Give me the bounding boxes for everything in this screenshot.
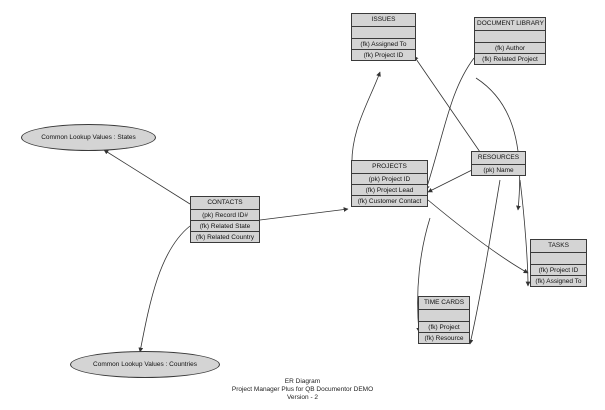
edge-resources-projects bbox=[427, 169, 473, 193]
entity-tasks: TASKS (fk) Project ID (fk) Assigned To bbox=[530, 239, 587, 287]
entity-resources: RESOURCES (pk) Name bbox=[471, 151, 526, 176]
edge-doclib-resources bbox=[475, 77, 521, 211]
edge-resources-timecards bbox=[468, 179, 501, 345]
edge-projects-contacts bbox=[259, 207, 349, 221]
entity-document-library-spacer bbox=[475, 30, 545, 42]
entity-tasks-field: (fk) Assigned To bbox=[531, 275, 586, 286]
edge-doclib-projects bbox=[425, 57, 475, 191]
entity-issues-spacer bbox=[352, 26, 415, 38]
entity-time-cards-field: (fk) Project bbox=[419, 321, 469, 332]
edge-contacts-countries bbox=[138, 225, 191, 353]
entity-contacts-field: (fk) Related Country bbox=[191, 231, 259, 242]
entity-projects-field: (fk) Project Lead bbox=[352, 184, 427, 195]
entity-document-library-field: (fk) Author bbox=[475, 42, 545, 53]
entity-issues-field: (fk) Project ID bbox=[352, 49, 415, 60]
edge-projects-tasks bbox=[427, 199, 529, 274]
entity-tasks-field: (fk) Project ID bbox=[531, 264, 586, 275]
entity-issues: ISSUES (fk) Assigned To (fk) Project ID bbox=[351, 13, 416, 61]
entity-contacts-title: CONTACTS bbox=[207, 199, 243, 206]
lookup-countries-label: Common Lookup Values : Countries bbox=[93, 361, 197, 368]
entity-contacts-field: (fk) Related State bbox=[191, 220, 259, 231]
entity-time-cards-spacer bbox=[419, 309, 469, 321]
entity-time-cards-field: (fk) Resource bbox=[419, 332, 469, 343]
entity-projects-title: PROJECTS bbox=[372, 163, 407, 170]
diagram-caption: ER Diagram Project Manager Plus for QB D… bbox=[0, 378, 605, 402]
entity-resources-field: (pk) Name bbox=[472, 164, 525, 175]
entity-contacts: CONTACTS (pk) Record ID# (fk) Related St… bbox=[190, 196, 260, 243]
entity-issues-field: (fk) Assigned To bbox=[352, 38, 415, 49]
entity-time-cards-title: TIME CARDS bbox=[423, 299, 465, 306]
edge-projects-issues bbox=[351, 71, 381, 169]
edge-resources-tasks bbox=[519, 179, 531, 287]
edge-contacts-states bbox=[103, 149, 191, 205]
entity-document-library-title: DOCUMENT LIBRARY bbox=[477, 20, 544, 27]
caption-title: ER Diagram bbox=[284, 378, 321, 385]
lookup-countries: Common Lookup Values : Countries bbox=[70, 351, 220, 378]
caption-subtitle: Project Manager Plus for QB Documentor D… bbox=[231, 386, 374, 393]
entity-issues-title: ISSUES bbox=[371, 16, 396, 23]
entity-document-library-field: (fk) Related Project bbox=[475, 53, 545, 64]
lookup-states: Common Lookup Values : States bbox=[21, 124, 156, 151]
entity-projects-field: (pk) Project ID bbox=[352, 173, 427, 184]
entity-time-cards: TIME CARDS (fk) Project (fk) Resource bbox=[418, 296, 470, 344]
edge-resources-issues bbox=[413, 55, 481, 153]
lookup-states-label: Common Lookup Values : States bbox=[41, 134, 136, 141]
entity-tasks-spacer bbox=[531, 252, 586, 264]
caption-version: Version - 2 bbox=[286, 394, 319, 401]
entity-projects: PROJECTS (pk) Project ID (fk) Project Le… bbox=[351, 160, 428, 207]
entity-tasks-title: TASKS bbox=[548, 242, 569, 249]
entity-contacts-field: (pk) Record ID# bbox=[191, 209, 259, 220]
entity-projects-field: (fk) Customer Contact bbox=[352, 195, 427, 206]
entity-resources-title: RESOURCES bbox=[477, 154, 520, 161]
entity-document-library: DOCUMENT LIBRARY (fk) Author (fk) Relate… bbox=[474, 17, 546, 65]
